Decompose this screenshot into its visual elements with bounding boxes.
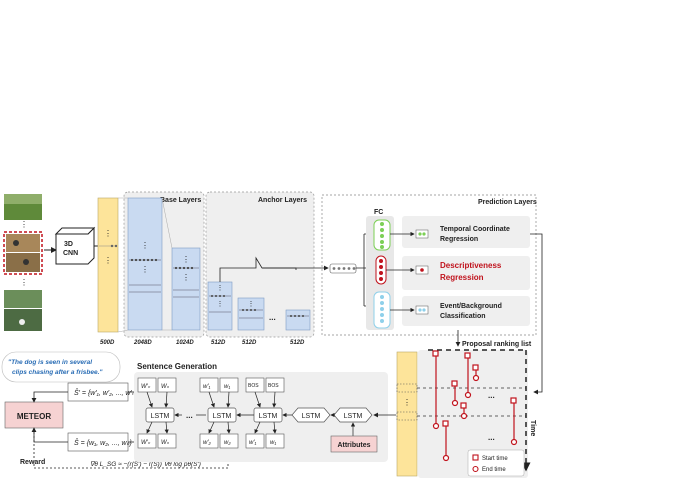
proposal-ellipsis-1: ... [488,391,495,400]
svg-text:w′₁: w′₁ [203,384,210,390]
prediction-layers-label: Prediction Layers [478,199,537,206]
lstm-1: LSTM [151,413,170,420]
svg-text:w′₂: w′₂ [203,440,211,446]
lstm-5: LSTM [344,413,363,420]
event-line1: Event/Background [440,303,502,310]
legend-end: End time [482,467,506,473]
svg-text:⋮: ⋮ [20,220,28,229]
dim-512d-a: 512D [211,340,226,346]
event-line2: Classification [440,313,486,320]
attributes-label: Attributes [337,442,370,449]
svg-text:W′ₙ: W′ₙ [141,440,151,446]
base-layers-label: Base Layers [160,197,201,204]
quote-line1: "The dog is seen in several [8,359,92,366]
svg-text:Wₙ: Wₙ [161,440,170,446]
cnn-label-line2: CNN [63,250,78,257]
reward-label: Reward [20,459,45,466]
svg-text:w₁: w₁ [270,440,276,446]
svg-text:⋮: ⋮ [217,301,224,308]
lstm-2: LSTM [213,413,232,420]
svg-text:w₂: w₂ [224,440,231,446]
cnn-block: 3D CNN [44,226,98,265]
anchor-layers-panel: Anchor Layers ⋮ ⋮ 512D ⋮ 512D ... 512D [205,191,315,346]
svg-text:w₁: w₁ [224,384,230,390]
descriptiveness-line2: Regression [440,273,484,282]
lstm-4: LSTM [302,413,321,420]
svg-text:⋮: ⋮ [403,398,411,407]
dim-2048d: 2048D [133,340,152,346]
svg-text:⋮: ⋮ [141,241,149,250]
svg-text:w′₁: w′₁ [249,440,256,446]
quote-line2: clips chasing after a frisbee." [12,369,103,376]
svg-text:⋮: ⋮ [182,273,190,282]
lstm-3: LSTM [259,413,278,420]
meteor-label: METEOR [17,412,51,421]
temporal-line1: Temporal Coordinate [440,226,510,233]
dim-500d: 500D [100,340,115,346]
svg-text:⋮: ⋮ [20,278,28,287]
proposal-ranking-panel: Proposal ranking list ⋮ Time ... ... Sta… [396,341,536,478]
dim-512d-b: 512D [242,340,257,346]
sentence-generation-panel: Sentence Generation W′ₙ Wₙ w′₁ w₁ BOS BO… [134,362,396,462]
lstm-ellipsis: ... [186,411,193,420]
svg-text:Ŝ = {w₁, w₂, ..., wₙ}: Ŝ = {w₁, w₂, ..., wₙ} [74,438,132,447]
video-frames: ⋮ ⋮ [3,194,43,331]
proposal-ranking-label: Proposal ranking list [462,341,532,348]
descriptiveness-line1: Descriptiveness [440,261,502,270]
svg-text:⋮: ⋮ [248,301,255,308]
fc-label: FC [374,209,383,216]
dim-1024d: 1024D [176,340,194,346]
layers-ellipsis: ... [269,313,276,322]
dim-512d-c: 512D [290,340,305,346]
reward-section: "The dog is seen in several clips chasin… [1,351,231,469]
sentence-generation-label: Sentence Generation [137,362,217,371]
svg-text:⋮: ⋮ [104,256,112,265]
anchor-layers-label: Anchor Layers [258,197,307,204]
svg-text:Wₙ: Wₙ [161,384,170,390]
time-label: Time [529,420,536,436]
base-layers-panel: Base Layers ⋮ ⋮ 2048D ⋮ ⋮ 1024D [117,191,205,346]
temporal-line2: Regression [440,236,478,243]
cnn-label-line1: 3D [64,241,73,248]
svg-text:W′ₙ: W′ₙ [141,384,151,390]
legend-start: Start time [482,456,508,462]
svg-text:∇θ L_SG ≈ −(r(Ŝ′) − r(Ŝ)) ∇θ l: ∇θ L_SG ≈ −(r(Ŝ′) − r(Ŝ)) ∇θ log pθ(Ŝ′) [90,459,201,468]
svg-text:⋮: ⋮ [182,255,190,264]
svg-text:⋮: ⋮ [141,265,149,274]
svg-text:Ŝ′ = {w′₁, w′₂, ..., w′ₙ}: Ŝ′ = {w′₁, w′₂, ..., w′ₙ} [74,388,138,397]
bos-2: BOS [268,383,279,389]
feature-500d: ⋮ ⋮ 500D [97,197,119,346]
svg-text:⋮: ⋮ [217,285,224,292]
svg-text:⋮: ⋮ [104,229,112,238]
proposal-ellipsis-2: ... [488,433,495,442]
prediction-layers-panel: Prediction Layers FC Temporal Coordinate… [321,194,543,395]
bos-1: BOS [248,383,259,389]
